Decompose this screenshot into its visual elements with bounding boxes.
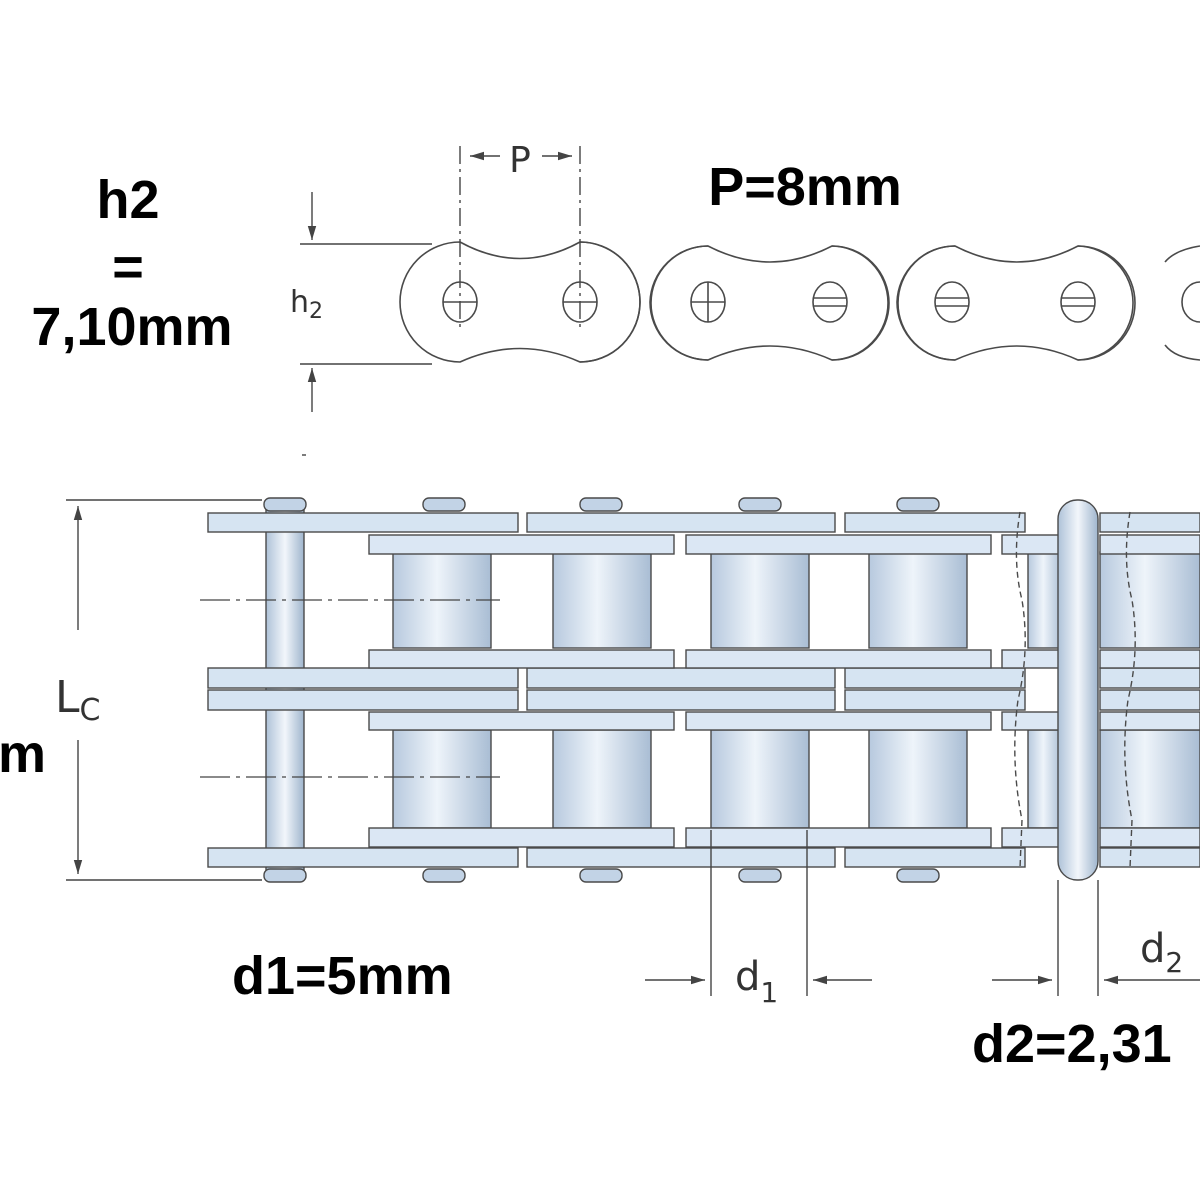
break-lines [1014, 511, 1136, 869]
inner-plates [368, 534, 1200, 848]
d1-spec: d1=5mm [232, 946, 453, 1006]
h2-spec-equals: = [112, 237, 144, 297]
roller [710, 729, 810, 829]
d2-dimension [992, 880, 1200, 996]
lc-spec-tail: m [0, 724, 46, 784]
roller [1099, 551, 1200, 649]
h2-dimension [300, 192, 432, 456]
pin-hole [934, 281, 970, 323]
roller [1027, 551, 1063, 649]
d2-symbol: d2 [1140, 926, 1183, 979]
centerlines [200, 599, 500, 778]
roller [868, 729, 968, 829]
roller [1099, 729, 1200, 829]
roller [552, 551, 652, 649]
roller [552, 729, 652, 829]
chain-side-view [399, 241, 1200, 363]
roller [1027, 729, 1063, 829]
rollers-lower [392, 729, 1200, 829]
side-link-4 [1164, 245, 1200, 361]
pin-hole [1181, 281, 1200, 323]
d1-dimension [645, 830, 872, 996]
d2-spec: d2=2,31 [972, 1014, 1172, 1074]
outer-plates [207, 512, 1200, 868]
pitch-dimension [459, 146, 581, 330]
h2-symbol: h2 [290, 285, 323, 324]
pin-hole [1060, 281, 1096, 323]
side-link-1 [399, 241, 641, 363]
pitch-spec: P=8mm [708, 157, 902, 217]
lc-dimension [66, 499, 262, 881]
h2-spec-name: h2 [96, 170, 159, 230]
side-link-2 [650, 245, 890, 361]
d1-symbol: d1 [735, 954, 778, 1009]
chain-top-view [207, 497, 1200, 883]
pin-hole [690, 281, 726, 323]
pin-hole [812, 281, 848, 323]
side-link-3 [897, 245, 1136, 361]
cross-pin [1057, 499, 1099, 881]
h2-spec-value: 7,10mm [31, 297, 232, 357]
pin-heads [263, 497, 940, 883]
lc-symbol: LC [55, 672, 100, 728]
roller [392, 729, 492, 829]
roller [710, 551, 810, 649]
roller [868, 551, 968, 649]
pitch-symbol: P [509, 140, 531, 181]
